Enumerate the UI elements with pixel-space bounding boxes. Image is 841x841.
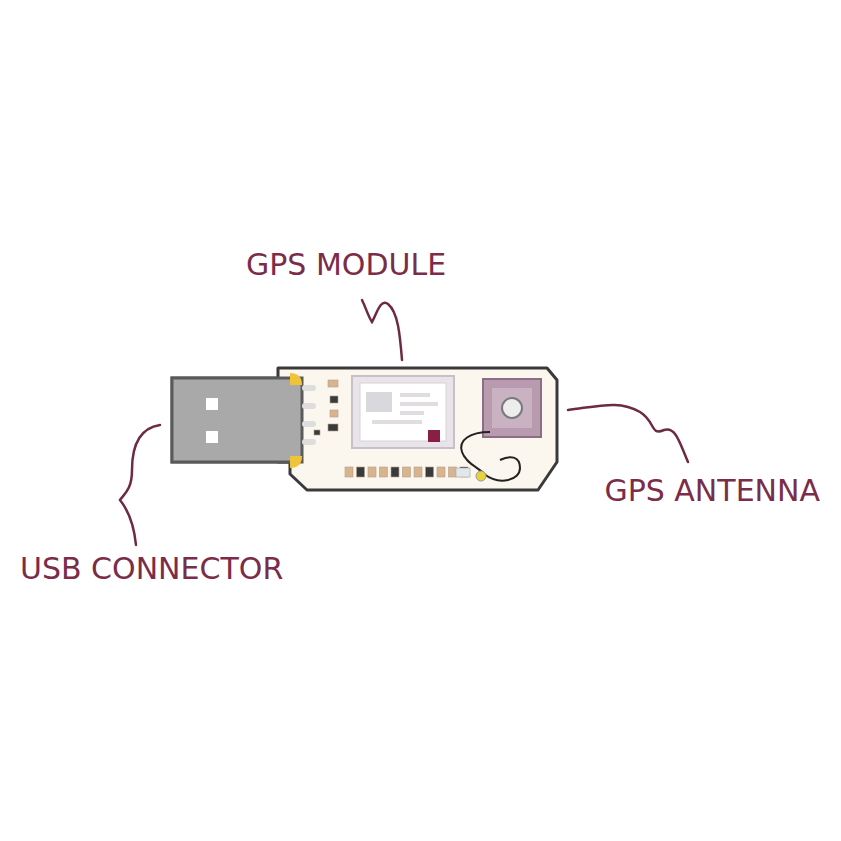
smd-component [328,424,338,431]
smd-component [414,467,422,477]
module-chip [366,392,392,412]
smd-component [330,410,338,417]
smd-component [345,467,353,477]
smd-component [380,467,388,477]
trace [302,403,316,409]
smd-component [456,468,470,477]
module-marking [400,402,438,406]
smd-component [368,467,376,477]
smd-component [357,467,365,477]
smd-component [403,467,411,477]
antenna-feed [502,398,522,418]
antenna-connector [476,471,486,481]
leader-line [120,425,160,545]
trace [302,439,316,445]
solder-pad [290,456,302,468]
module-marking [400,393,430,397]
module-led [428,430,440,442]
circuit-board [278,368,557,490]
antenna-patch [492,388,532,428]
smd-component [437,467,445,477]
usb-contact-hole [206,398,218,410]
smd-component [330,396,338,403]
smd-component [314,430,320,435]
part-label: USB CONNECTOR [20,552,283,585]
trace [302,385,316,391]
usb-connector-front [172,378,302,462]
gps-antenna [483,379,541,437]
usb-contact-hole [206,398,218,410]
smd-component [328,380,338,387]
module-marking [400,411,424,415]
smd-components [314,380,470,477]
module-marking [372,420,422,424]
part-label: GPS MODULE [246,248,446,281]
solder-pad [290,373,302,385]
gps-module [352,376,454,448]
trace [302,421,316,427]
usb-connector [172,378,302,462]
leader-line [568,405,688,462]
leader-line [362,300,402,360]
part-label: GPS ANTENNA [604,474,820,507]
smd-component [426,467,434,477]
usb-traces [302,385,316,445]
gps-module-shield [360,383,446,441]
antenna-wire [484,457,520,480]
smd-component [391,467,399,477]
usb-contact-hole [206,431,218,443]
smd-component [449,467,457,477]
usb-contact-hole [206,431,218,443]
